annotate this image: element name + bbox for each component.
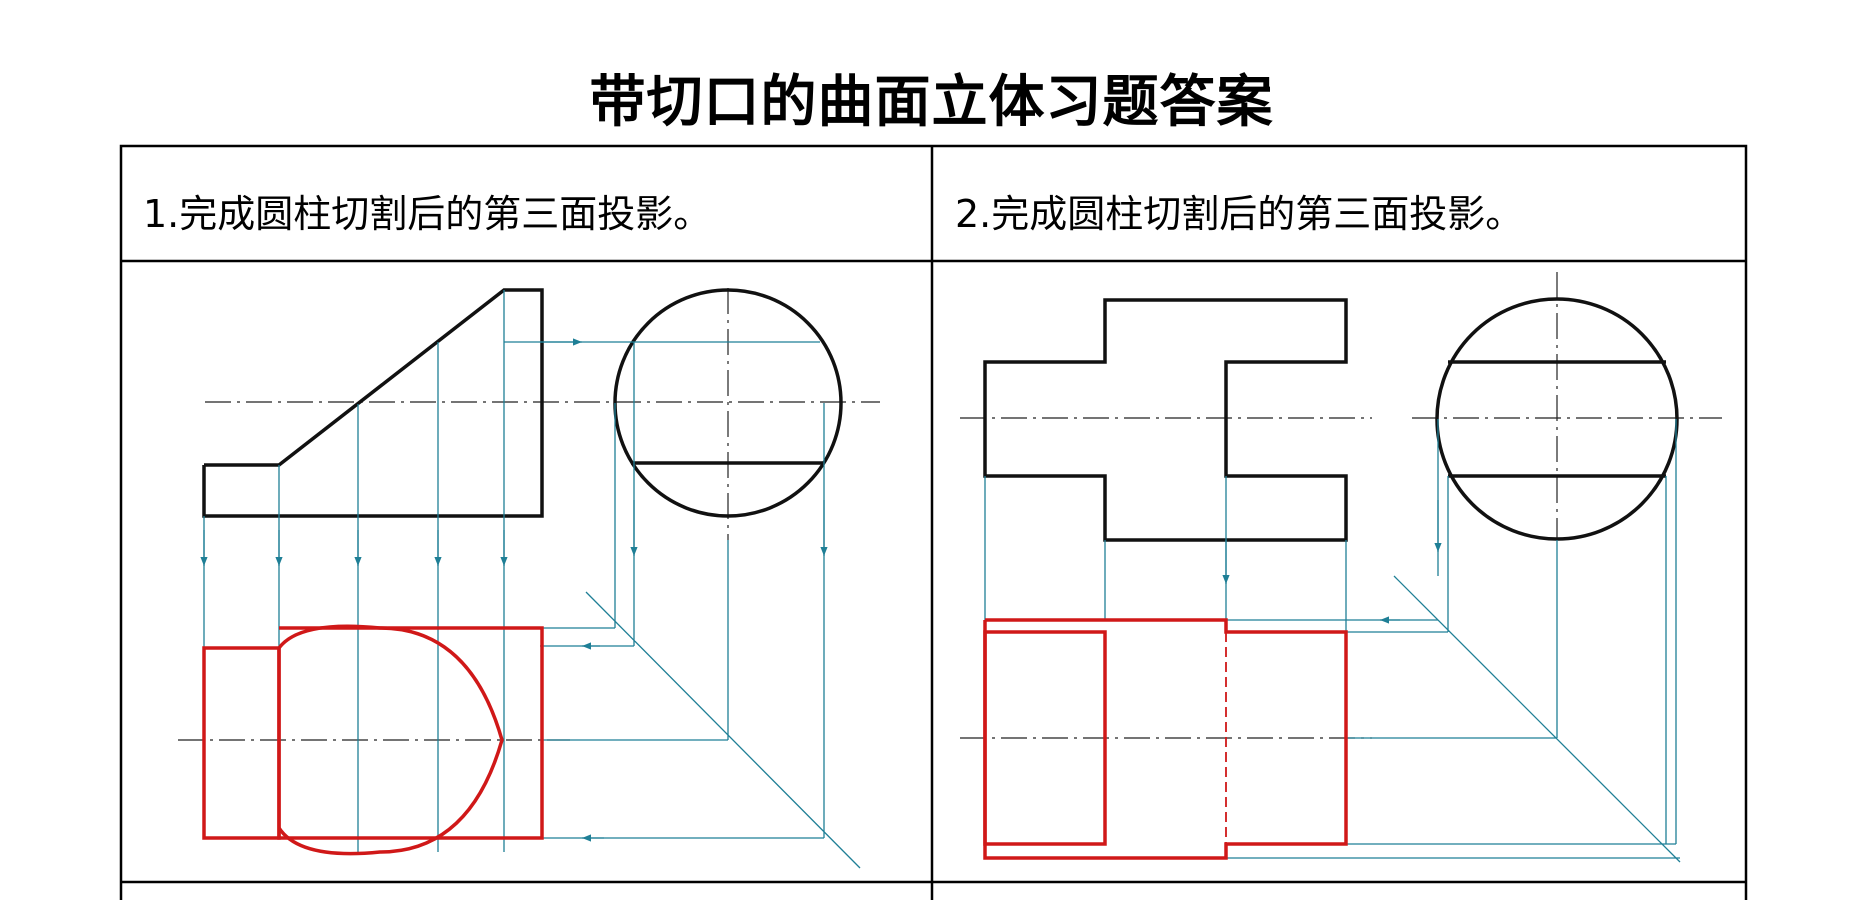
problem-2-label: 2.完成圆柱切割后的第三面投影。 (955, 192, 1524, 236)
problem-1-label: 1.完成圆柱切割后的第三面投影。 (143, 192, 712, 236)
p1-answer-outer (277, 626, 544, 840)
page-title: 带切口的曲面立体习题答案 (589, 70, 1274, 135)
p2-side-view-circle (1435, 297, 1679, 541)
p2-front-view (983, 298, 1348, 542)
table-border (119, 144, 1748, 900)
p1-front-view (202, 288, 544, 518)
p1-answer-left-block (202, 646, 281, 840)
p1-miter-line (585, 591, 861, 869)
problem-2-drawing (960, 272, 1722, 863)
problem-1-drawing (178, 288, 880, 869)
p2-miter-line (1393, 575, 1681, 863)
p1-answer-curve (277, 624, 504, 856)
answer-table (119, 144, 1748, 900)
p2-answer-left-block (983, 630, 1107, 846)
p2-answer-outer (983, 618, 1348, 860)
